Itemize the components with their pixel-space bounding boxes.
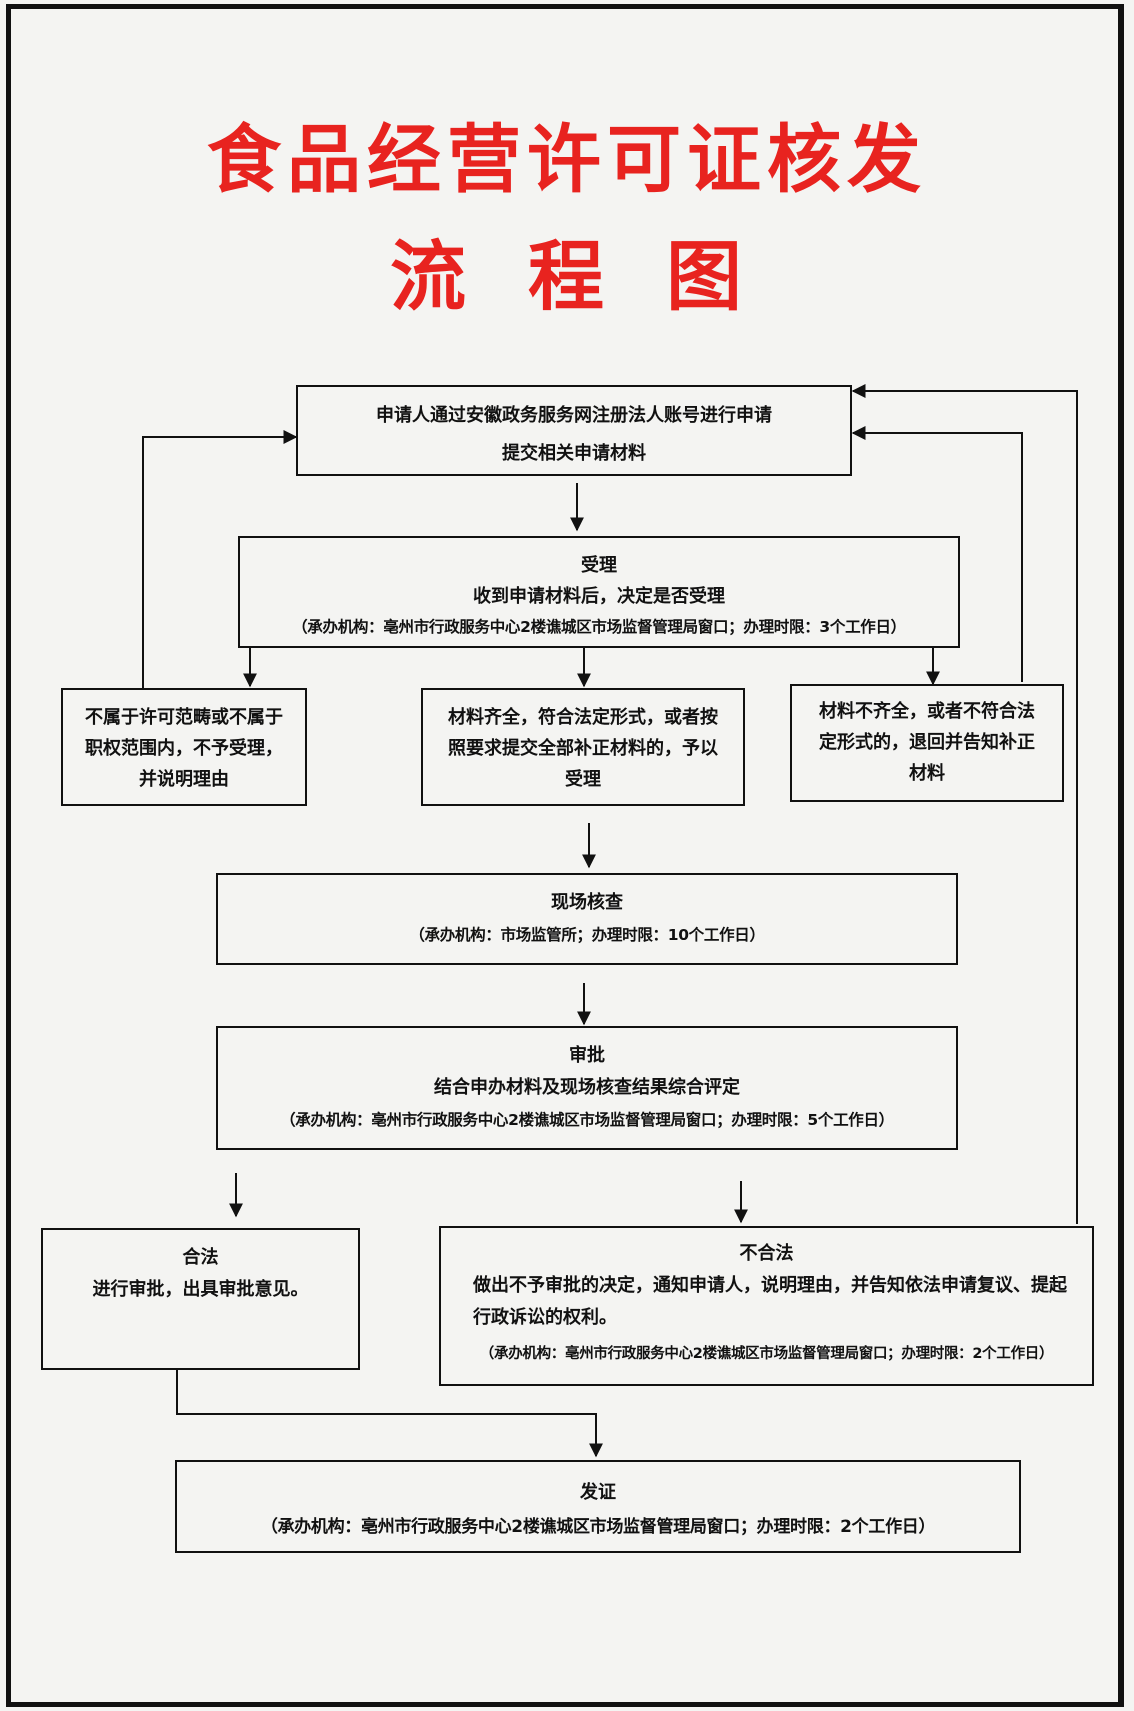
loop-reject-to-apply	[142, 430, 298, 688]
legal-head: 合法	[182, 1247, 219, 1268]
incomplete-text: 材料不齐全，或者不符合法定形式的，退回并告知补正材料	[819, 701, 1035, 784]
reject-scope-text: 不属于许可范畴或不属于职权范围内，不予受理，并说明理由	[85, 707, 283, 790]
node-issue: 发证 （承办机构：亳州市行政服务中心2楼谯城区市场监督管理局窗口；办理时限：2个…	[175, 1460, 1021, 1553]
poster-frame	[6, 4, 1124, 1707]
apply-line-2: 提交相关申请材料	[502, 443, 646, 464]
node-illegal: 不合法 做出不予审批的决定，通知申请人，说明理由，并告知依法申请复议、提起行政诉…	[439, 1226, 1094, 1386]
illegal-head: 不合法	[739, 1243, 794, 1264]
node-legal: 合法 进行审批，出具审批意见。	[41, 1228, 360, 1370]
issue-note: （承办机构：亳州市行政服务中心2楼谯城区市场监督管理局窗口；办理时限：2个工作日…	[260, 1517, 936, 1537]
illegal-note: （承办机构：亳州市行政服务中心2楼谯城区市场监督管理局窗口；办理时限：2个工作日…	[479, 1346, 1054, 1362]
accept-note: （承办机构：亳州市行政服务中心2楼谯城区市场监督管理局窗口；办理时限：3个工作日…	[292, 618, 906, 636]
node-accept: 受理 收到申请材料后，决定是否受理 （承办机构：亳州市行政服务中心2楼谯城区市场…	[238, 536, 960, 648]
node-approval: 审批 结合申办材料及现场核查结果综合评定 （承办机构：亳州市行政服务中心2楼谯城…	[216, 1026, 958, 1150]
illegal-desc: 做出不予审批的决定，通知申请人，说明理由，并告知依法申请复议、提起行政诉讼的权利…	[473, 1275, 1067, 1328]
inspection-head: 现场核查	[551, 892, 623, 913]
node-accepted: 材料齐全，符合法定形式，或者按照要求提交全部补正材料的，予以受理	[421, 688, 745, 806]
node-incomplete: 材料不齐全，或者不符合法定形式的，退回并告知补正材料	[790, 684, 1064, 802]
loop-incomplete-to-apply	[851, 426, 1023, 682]
node-apply: 申请人通过安徽政务服务网注册法人账号进行申请 提交相关申请材料	[296, 385, 852, 476]
accepted-text: 材料齐全，符合法定形式，或者按照要求提交全部补正材料的，予以受理	[448, 707, 718, 790]
approval-desc: 结合申办材料及现场核查结果综合评定	[434, 1077, 740, 1098]
arrow-legal-to-issue	[176, 1370, 603, 1458]
title-line-1: 食品经营许可证核发	[207, 117, 927, 203]
issue-head: 发证	[580, 1482, 616, 1503]
accept-head: 受理	[581, 555, 617, 576]
approval-head: 审批	[569, 1045, 605, 1066]
apply-line-1: 申请人通过安徽政务服务网注册法人账号进行申请	[376, 405, 772, 426]
node-inspection: 现场核查 （承办机构：市场监管所；办理时限：10个工作日）	[216, 873, 958, 965]
title-line-2: 流程图	[390, 232, 804, 321]
legal-desc: 进行审批，出具审批意见。	[92, 1279, 309, 1300]
approval-note: （承办机构：亳州市行政服务中心2楼谯城区市场监督管理局窗口；办理时限：5个工作日…	[280, 1111, 894, 1129]
accept-desc: 收到申请材料后，决定是否受理	[473, 586, 725, 607]
node-reject-scope: 不属于许可范畴或不属于职权范围内，不予受理，并说明理由	[61, 688, 307, 806]
loop-illegal-to-apply	[851, 384, 1078, 1224]
inspection-note: （承办机构：市场监管所；办理时限：10个工作日）	[409, 926, 765, 944]
